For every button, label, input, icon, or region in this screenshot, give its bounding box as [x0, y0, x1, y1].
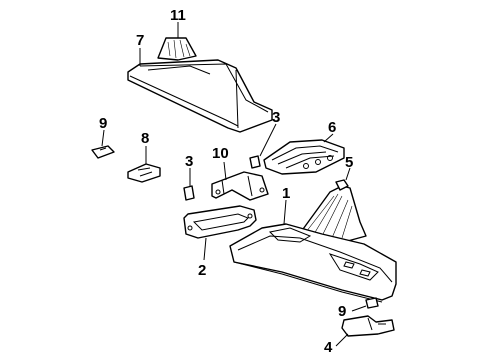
- part-9-clip-lower: [365, 297, 379, 309]
- part-3-clip-lower: [183, 185, 195, 201]
- leader-9b: [351, 305, 367, 312]
- callout-11: 11: [170, 7, 186, 24]
- leader-3a: [259, 123, 277, 157]
- callout-9: 9: [99, 115, 107, 132]
- part-6-shifter-bezel: [263, 139, 345, 175]
- callout-9: 9: [338, 303, 346, 320]
- leader-9a: [101, 129, 105, 147]
- callout-1: 1: [282, 185, 290, 202]
- leader-2: [203, 237, 207, 261]
- leader-5: [345, 167, 351, 181]
- callout-3: 3: [272, 109, 280, 126]
- part-2-support: [183, 205, 257, 239]
- leader-4: [335, 333, 349, 347]
- part-11-boot: [157, 37, 197, 61]
- callout-5: 5: [345, 154, 353, 171]
- callout-3: 3: [185, 153, 193, 170]
- leader-10: [223, 161, 227, 181]
- part-8-bracket: [127, 163, 161, 183]
- part-7-console-cover: [127, 59, 273, 133]
- callouts: 11 7 3 6 9 8 3 10 5 1 2 9 4: [99, 7, 353, 356]
- callout-10: 10: [212, 145, 229, 162]
- leader-6: [323, 133, 334, 143]
- callout-7: 7: [136, 32, 144, 49]
- callout-2: 2: [198, 262, 206, 279]
- part-1-console-base: [229, 223, 397, 303]
- part-10-bracket: [211, 171, 269, 201]
- part-9-clip-upper: [91, 145, 115, 159]
- part-3-clip-upper: [249, 155, 261, 169]
- leader-1: [283, 199, 287, 225]
- part-4-latch: [341, 315, 395, 337]
- callout-6: 6: [328, 119, 336, 136]
- callout-4: 4: [324, 339, 333, 356]
- callout-8: 8: [141, 130, 149, 147]
- leader-lines: [101, 22, 367, 347]
